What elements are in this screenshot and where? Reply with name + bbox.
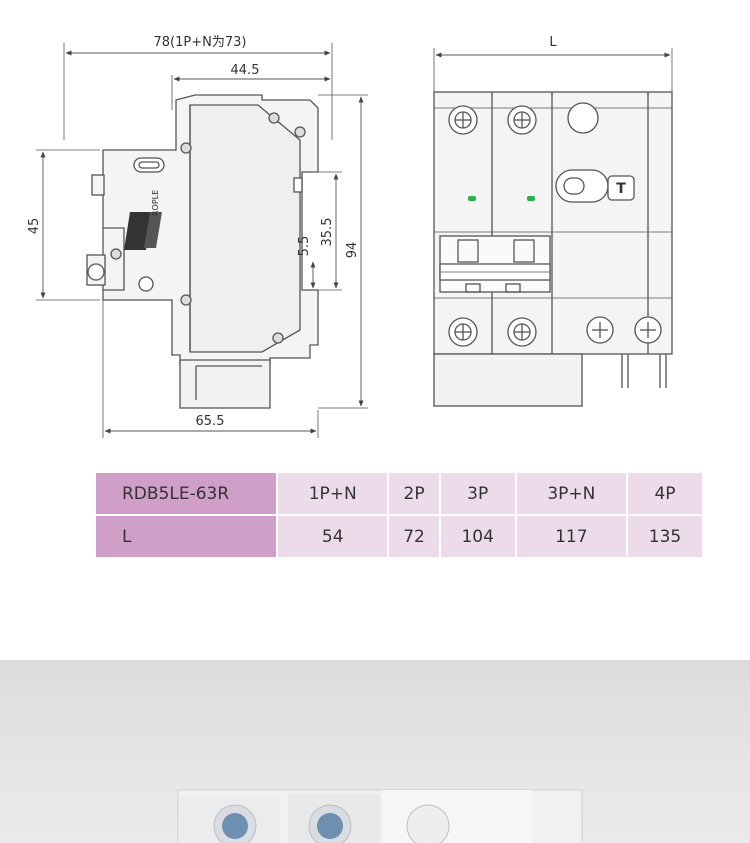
table-cell: 72	[389, 516, 439, 557]
dim-height-94: 94	[345, 242, 360, 259]
table-cell: 3P	[440, 473, 515, 514]
dim-height-45: 45	[27, 218, 42, 235]
spec-table: RDB5LE-63R 1P+N 2P 3P 3P+N 4P L 54 72 10…	[94, 471, 704, 559]
table-cell: RDB5LE-63R	[96, 473, 276, 514]
product-photo	[0, 660, 750, 843]
dim-bottom-width: 65.5	[196, 414, 225, 429]
logo-text: ROPLE	[151, 190, 160, 216]
breaker-photo-graphic	[177, 789, 583, 843]
dim-height-35-5: 35.5	[320, 218, 335, 247]
table-cell: 1P+N	[278, 473, 388, 514]
test-button-label: T	[616, 181, 626, 197]
dim-body-width: 44.5	[231, 63, 260, 78]
front-view	[433, 48, 673, 407]
table-cell: 104	[440, 516, 515, 557]
table-cell: 135	[628, 516, 702, 557]
dim-front-width: L	[549, 35, 557, 50]
table-cell: L	[96, 516, 276, 557]
table-cell: 4P	[628, 473, 702, 514]
dim-height-5-5: 5.5	[297, 236, 312, 257]
dimension-drawing: ROPLE 78(1P+N为73) 44.5 45 35.5 5.5 94 65…	[27, 35, 673, 438]
table-cell: 3P+N	[516, 473, 627, 514]
table-cell: 117	[516, 516, 627, 557]
table-cell: 54	[278, 516, 388, 557]
dim-top-width: 78(1P+N为73)	[154, 35, 247, 50]
table-row: L 54 72 104 117 135	[96, 516, 702, 557]
table-cell: 2P	[389, 473, 439, 514]
table-header-row: RDB5LE-63R 1P+N 2P 3P 3P+N 4P	[96, 473, 702, 514]
side-view	[36, 43, 368, 438]
